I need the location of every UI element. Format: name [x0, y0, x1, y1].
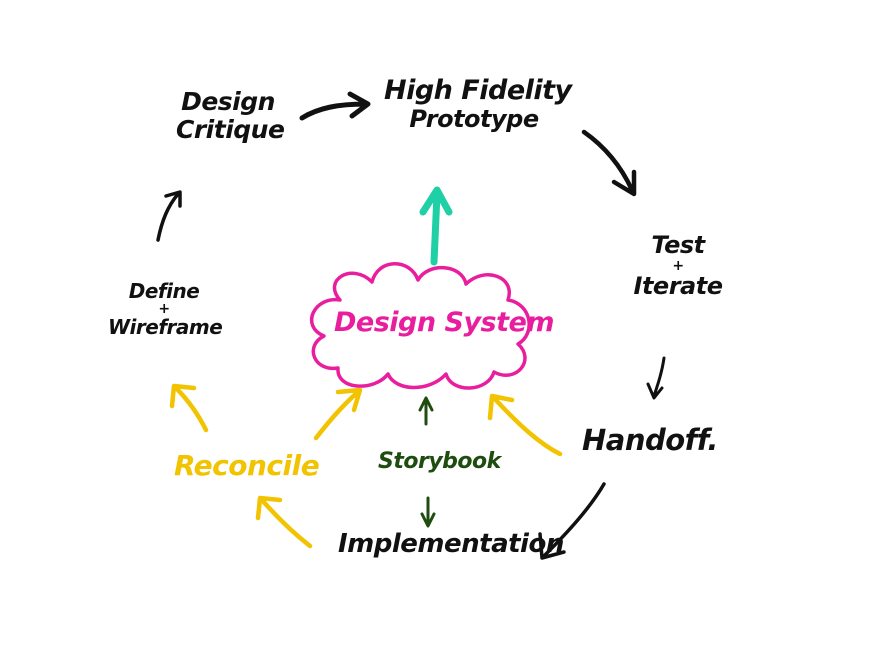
design-critique-line1: Design [181, 87, 275, 116]
arrow-handoff-to-system [487, 393, 563, 457]
prototype-line2: Prototype [409, 105, 539, 134]
define-line: Define [128, 279, 200, 303]
define-wireframe-label: Define + Wireframe [108, 279, 223, 340]
design-critique-label: Design Critique [176, 87, 285, 144]
prototype-line1: High Fidelity [384, 75, 572, 106]
arrow-reconcile-to-system [313, 387, 363, 441]
arrow-storybook-to-implementation [420, 496, 436, 528]
storybook-label: Storybook [378, 449, 501, 475]
iterate-line: Iterate [633, 271, 723, 300]
define-wireframe-plus: + [158, 301, 170, 318]
design-critique-line2: Critique [176, 115, 285, 144]
handoff-label: Handoff. [582, 423, 718, 457]
arrow-handoff-to-implementation [538, 482, 606, 560]
test-iterate-label: Test + Iterate [628, 232, 728, 300]
test-line: Test [651, 231, 705, 259]
implementation-text: Implementation [338, 529, 564, 559]
arrow-wireframe-to-critique [156, 190, 182, 242]
arrow-reconcile-to-wireframe [169, 383, 209, 433]
design-system-label: Design System [334, 307, 554, 338]
arrow-prototype-to-test [581, 129, 637, 197]
design-system-cloud [310, 262, 531, 390]
handoff-text: Handoff. [582, 423, 718, 457]
wireframe-line: Wireframe [108, 315, 223, 340]
high-fidelity-prototype-label: High Fidelity Prototype [384, 75, 572, 134]
storybook-text: Storybook [378, 449, 501, 474]
arrow-implementation-to-reconcile [255, 495, 313, 549]
implementation-label: Implementation [338, 529, 564, 559]
test-iterate-plus: + [672, 257, 684, 274]
design-system-text: Design System [334, 307, 554, 338]
arrow-storybook-to-system [418, 396, 434, 426]
arrow-system-to-prototype [419, 186, 453, 266]
arrow-iterate-to-handoff [646, 356, 666, 400]
reconcile-label: Reconcile [174, 449, 320, 482]
arrow-critique-to-prototype [299, 91, 371, 121]
reconcile-text: Reconcile [174, 449, 320, 482]
